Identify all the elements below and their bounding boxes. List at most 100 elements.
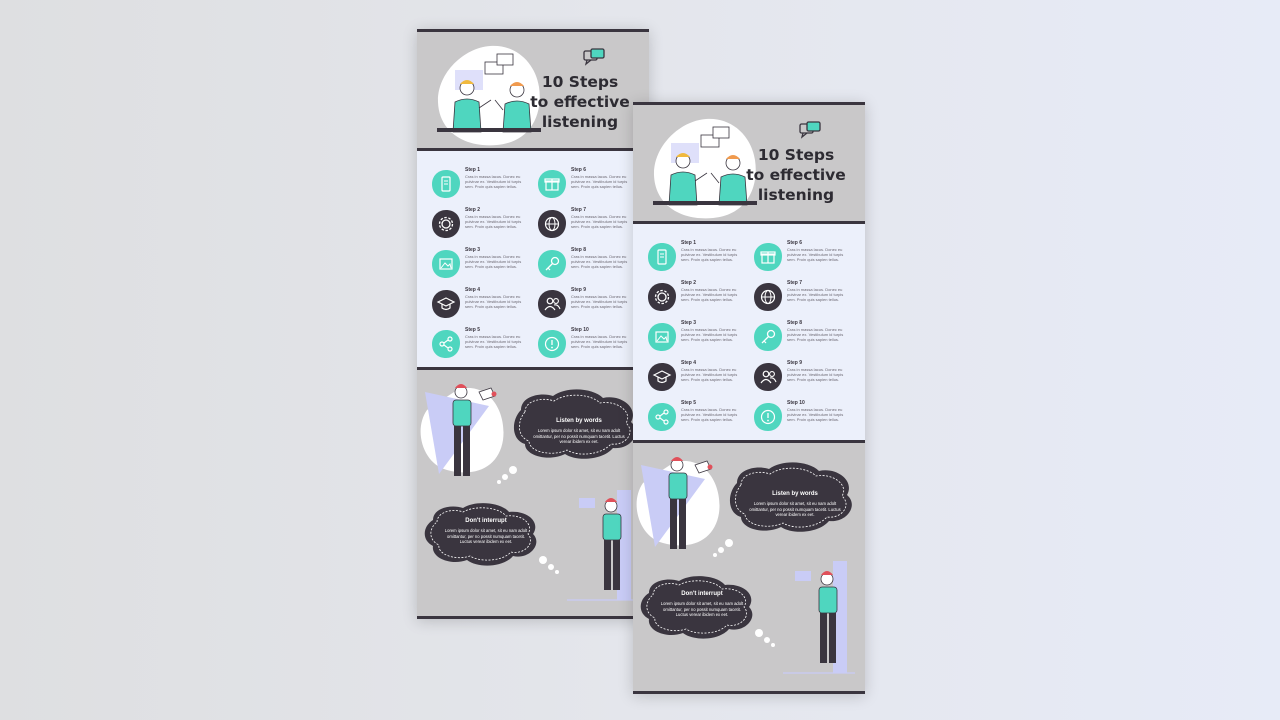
cloud-body: Lorem ipsum dolor sit amet, sit eu nam a…: [444, 528, 528, 544]
alert-icon: [753, 402, 783, 432]
gear-icon: [431, 209, 461, 239]
step-text: Cras in massa lacus. Donec eu pulvinar e…: [465, 294, 522, 309]
step-text: Cras in massa lacus. Donec eu pulvinar e…: [681, 407, 738, 422]
step-label: Step 6: [787, 240, 803, 246]
hero-section: 10 Steps to effective listening: [633, 105, 865, 221]
step-text: Cras in massa lacus. Donec eu pulvinar e…: [787, 407, 844, 422]
title-line: 10 Steps: [757, 146, 835, 164]
step-text: Cras in massa lacus. Donec eu pulvinar e…: [571, 294, 628, 309]
share-icon: [431, 329, 461, 359]
chat-bubbles-icon: [583, 48, 605, 66]
cloud-listen-by-words: Listen by words Lorem ipsum dolor sit am…: [745, 491, 845, 518]
step-label: Step 1: [465, 167, 481, 173]
step-text: Cras in massa lacus. Donec eu pulvinar e…: [787, 367, 844, 382]
image-icon: [647, 322, 677, 352]
share-icon: [647, 402, 677, 432]
page-title: 10 Steps to effective listening: [525, 72, 635, 132]
step-label: Step 8: [571, 247, 587, 253]
cloud-heading: Don't interrupt: [465, 518, 507, 524]
step-text: Cras in massa lacus. Donec eu pulvinar e…: [681, 287, 738, 302]
step-label: Step 7: [787, 280, 803, 286]
step-label: Step 2: [465, 207, 481, 213]
step-label: Step 9: [787, 360, 803, 366]
step-text: Cras in massa lacus. Donec eu pulvinar e…: [571, 254, 628, 269]
step-label: Step 5: [681, 400, 697, 406]
hero-illustration: [653, 118, 757, 219]
image-icon: [431, 249, 461, 279]
step-label: Step 9: [571, 287, 587, 293]
step-text: Cras in massa lacus. Donec eu pulvinar e…: [465, 174, 522, 189]
gift-icon: [753, 242, 783, 272]
cloud-dont-interrupt: Don't interrupt Lorem ipsum dolor sit am…: [441, 518, 531, 545]
step-label: Step 4: [465, 287, 481, 293]
key-icon: [537, 249, 567, 279]
step-label: Step 7: [571, 207, 587, 213]
step-label: Step 10: [571, 327, 589, 333]
title-line: 10 Steps: [541, 73, 619, 91]
step-label: Step 4: [681, 360, 697, 366]
tips-illustration: [636, 457, 855, 674]
step-label: Step 3: [681, 320, 697, 326]
step-label: Step 10: [787, 400, 805, 406]
step-text: Cras in massa lacus. Donec eu pulvinar e…: [787, 327, 844, 342]
globe-icon: [753, 282, 783, 312]
gift-icon: [537, 169, 567, 199]
step-label: Step 5: [465, 327, 481, 333]
cloud-body: Lorem ipsum dolor sit amet, sit eu nam a…: [533, 428, 625, 444]
hero-illustration: [437, 45, 541, 146]
step-label: Step 8: [787, 320, 803, 326]
title-line: listening: [757, 186, 835, 204]
hero-section: 10 Steps to effective listening: [417, 32, 649, 148]
cloud-dont-interrupt: Don't interrupt Lorem ipsum dolor sit am…: [657, 591, 747, 618]
step-text: Cras in massa lacus. Donec eu pulvinar e…: [571, 214, 628, 229]
step-text: Cras in massa lacus. Donec eu pulvinar e…: [465, 214, 522, 229]
title-line: to effective: [530, 93, 630, 111]
step-label: Step 1: [681, 240, 697, 246]
key-icon: [753, 322, 783, 352]
chat-bubbles-icon: [799, 121, 821, 139]
cloud-body: Lorem ipsum dolor sit amet, sit eu nam a…: [660, 601, 744, 617]
page-title: 10 Steps to effective listening: [741, 145, 851, 205]
document-icon: [647, 242, 677, 272]
globe-icon: [537, 209, 567, 239]
step-text: Cras in massa lacus. Donec eu pulvinar e…: [681, 247, 738, 262]
step-text: Cras in massa lacus. Donec eu pulvinar e…: [571, 174, 628, 189]
cloud-heading: Listen by words: [772, 491, 818, 497]
step-label: Step 6: [571, 167, 587, 173]
title-line: to effective: [746, 166, 846, 184]
step-text: Cras in massa lacus. Donec eu pulvinar e…: [787, 287, 844, 302]
tips-section: Listen by words Lorem ipsum dolor sit am…: [417, 370, 649, 616]
cloud-body: Lorem ipsum dolor sit amet, sit eu nam a…: [749, 501, 841, 517]
graduation-cap-icon: [647, 362, 677, 392]
step-label: Step 2: [681, 280, 697, 286]
step-text: Cras in massa lacus. Donec eu pulvinar e…: [787, 247, 844, 262]
gear-icon: [647, 282, 677, 312]
graduation-cap-icon: [431, 289, 461, 319]
tips-section: Listen by words Lorem ipsum dolor sit am…: [633, 443, 865, 691]
step-text: Cras in massa lacus. Donec eu pulvinar e…: [465, 254, 522, 269]
users-icon: [537, 289, 567, 319]
alert-icon: [537, 329, 567, 359]
cloud-heading: Listen by words: [556, 418, 602, 424]
cloud-listen-by-words: Listen by words Lorem ipsum dolor sit am…: [529, 418, 629, 445]
